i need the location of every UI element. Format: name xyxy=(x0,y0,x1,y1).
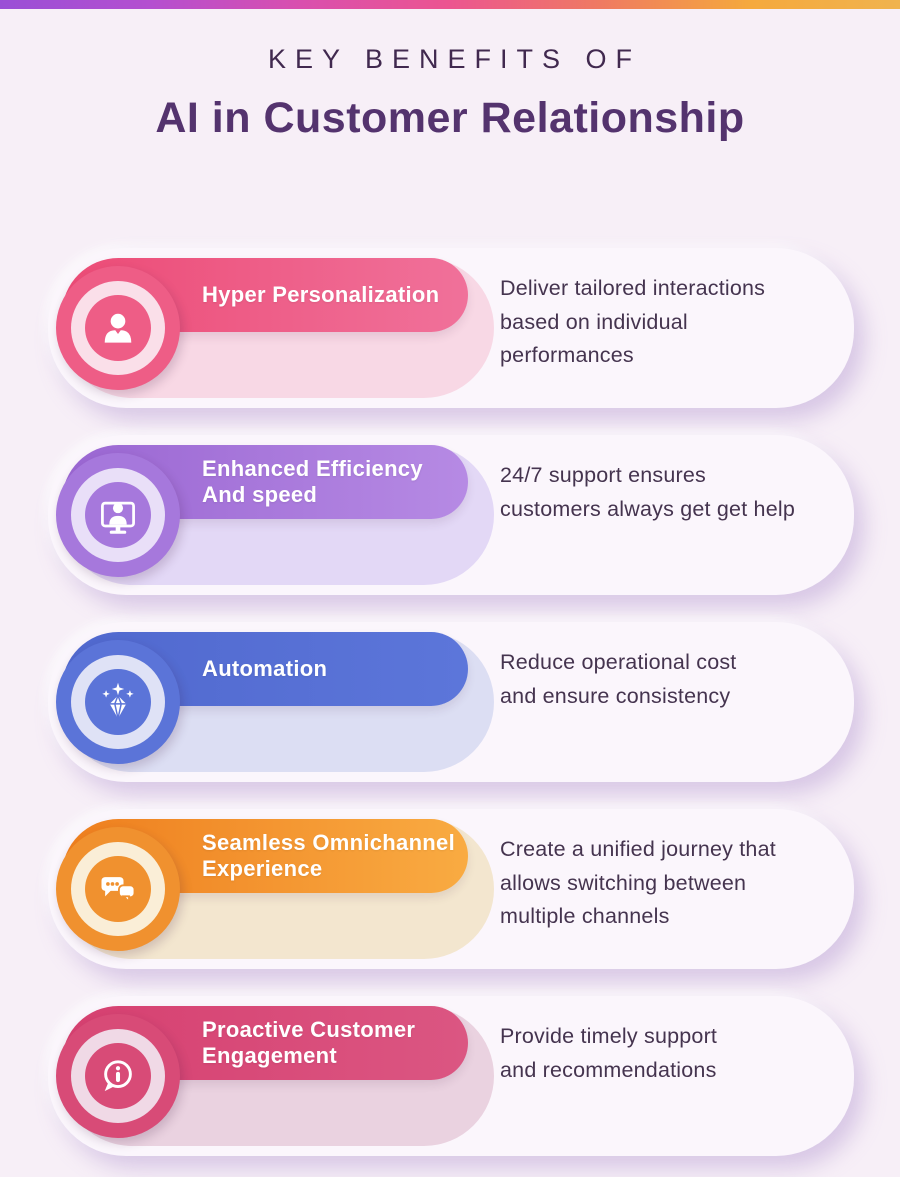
description-line: customers always get get help xyxy=(500,496,796,521)
card-description: Deliver tailored interactions based on i… xyxy=(500,272,844,373)
description-line: Create a unified journey that xyxy=(500,837,776,861)
icon-ring xyxy=(71,842,165,936)
description-line: and recommendations xyxy=(500,1057,717,1082)
icon-badge xyxy=(56,827,180,951)
description-line: performances xyxy=(500,343,634,367)
benefit-card-proactive-engagement: Proactive Customer Engagement Provide ti… xyxy=(48,996,854,1156)
kicker-text: KEY BENEFITS OF xyxy=(267,44,642,74)
card-title: Enhanced Efficiency xyxy=(202,456,423,481)
card-title: Engagement xyxy=(202,1043,338,1068)
benefit-card-hyper-personalization: Hyper Personalization Deliver tailored i… xyxy=(48,248,854,408)
description-line: multiple channels xyxy=(500,904,670,928)
icon-circle xyxy=(85,669,151,735)
icon-ring xyxy=(71,281,165,375)
page-title: AI in Customer Relationship xyxy=(155,94,745,142)
card-description: Create a unified journey that allows swi… xyxy=(500,833,844,934)
card-title: Experience xyxy=(202,856,323,881)
benefits-list: Hyper Personalization Deliver tailored i… xyxy=(0,248,900,1156)
icon-circle xyxy=(85,295,151,361)
benefit-card-omnichannel: Seamless Omnichannel Experience xyxy=(48,809,854,969)
user-icon xyxy=(104,313,132,343)
description-line: Reduce operational cost xyxy=(500,650,737,674)
diamond-sparkle-icon xyxy=(102,682,134,719)
card-description: Provide timely support and recommendatio… xyxy=(500,1020,844,1087)
icon-badge xyxy=(56,266,180,390)
description-line: Provide timely support xyxy=(500,1024,718,1048)
card-title: Hyper Personalization xyxy=(202,282,440,307)
description-line: Deliver tailored interactions xyxy=(500,276,766,300)
card-description: Reduce operational cost and ensure consi… xyxy=(500,646,844,713)
description-line: allows switching between xyxy=(500,870,747,895)
info-bubble-icon xyxy=(104,1060,132,1092)
top-gradient-bar xyxy=(0,0,900,9)
chat-bubbles-icon xyxy=(101,877,136,905)
description-line: and ensure consistency xyxy=(500,683,731,708)
icon-circle xyxy=(85,856,151,922)
icon-ring xyxy=(71,655,165,749)
icon-circle xyxy=(85,1043,151,1109)
card-title: Automation xyxy=(202,656,328,681)
description-line: based on individual xyxy=(500,309,688,334)
icon-circle xyxy=(85,482,151,548)
benefit-card-enhanced-efficiency: Enhanced Efficiency And speed xyxy=(48,435,854,595)
description-line: 24/7 support ensures xyxy=(500,463,706,487)
card-title: And speed xyxy=(202,482,318,507)
icon-badge xyxy=(56,453,180,577)
card-description: 24/7 support ensures customers always ge… xyxy=(500,459,844,526)
icon-badge xyxy=(56,640,180,764)
support-monitor-icon xyxy=(101,501,135,534)
benefit-card-automation: Automation Reduce ope xyxy=(48,622,854,782)
icon-ring xyxy=(71,1029,165,1123)
card-title: Seamless Omnichannel xyxy=(202,830,455,855)
icon-badge xyxy=(56,1014,180,1138)
card-title: Proactive Customer xyxy=(202,1017,416,1042)
icon-ring xyxy=(71,468,165,562)
